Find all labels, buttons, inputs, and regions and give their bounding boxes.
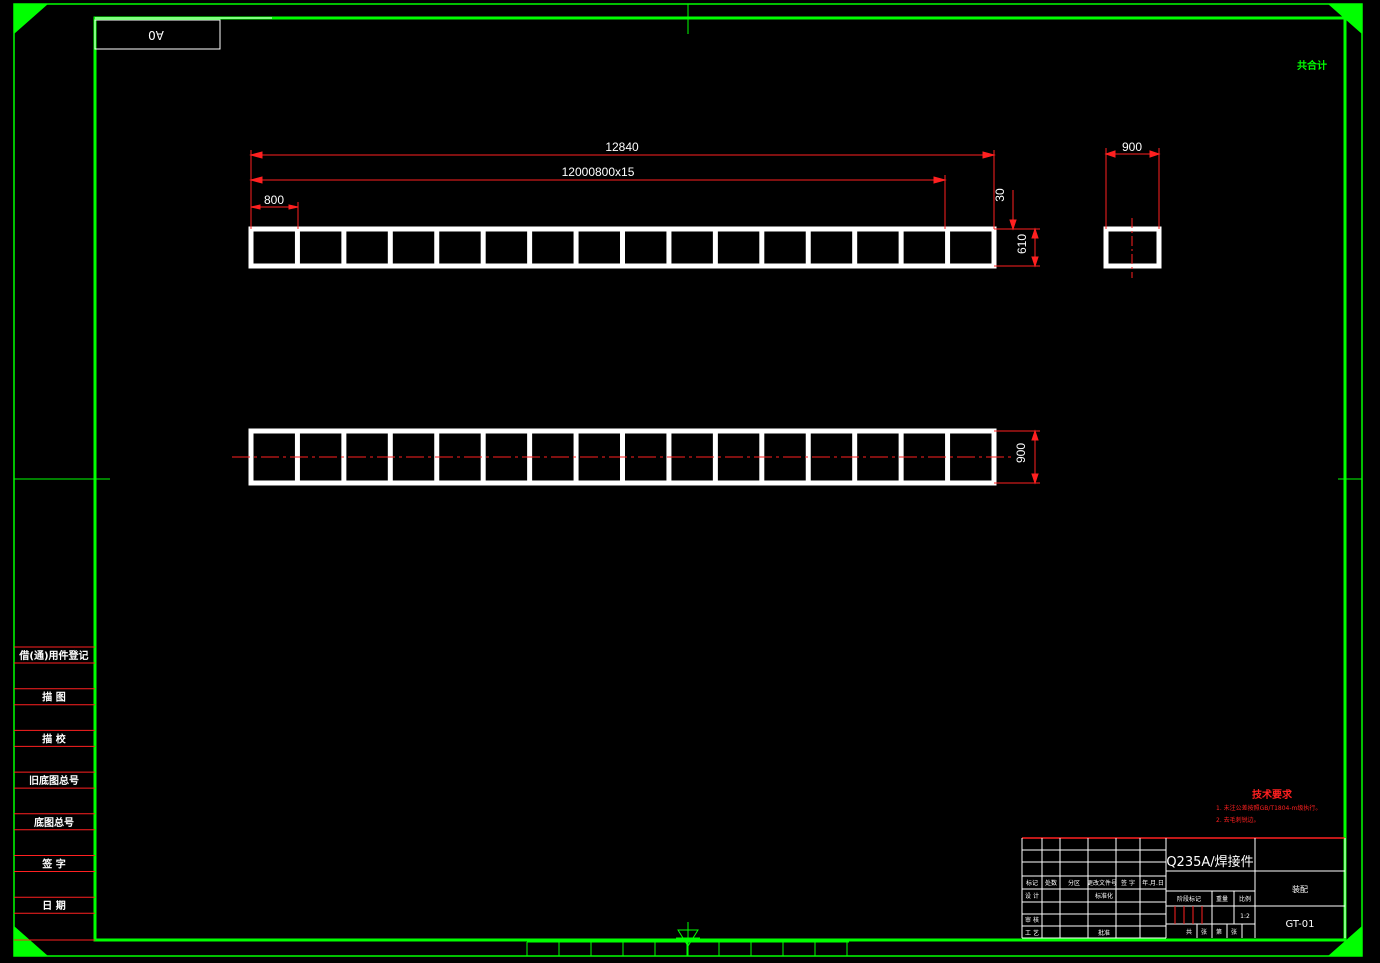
tb-stage-label: 阶段标记 (1177, 895, 1201, 903)
notes-item-2: 2. 去毛刺锐边。 (1216, 816, 1260, 824)
tb-rev-header: 分区 (1068, 879, 1080, 887)
tb-sheet-label-2: 张 (1201, 928, 1207, 936)
tb-drawing-no: GT-01 (1286, 919, 1315, 930)
tb-sheet-label-1: 共 (1186, 928, 1192, 936)
side-panel-label: 描 校 (42, 732, 66, 745)
dimension-inner (249, 175, 947, 229)
tb-weight-label: 重量 (1216, 895, 1228, 903)
tb-rev-header: 处数 (1045, 879, 1057, 887)
side-panel-label: 借(通)用件登记 (18, 649, 88, 662)
center-mark-bottom (676, 922, 700, 956)
sheet-size-box (94, 19, 221, 50)
elevation-cells (294, 229, 951, 266)
tb-unit-name: 装配 (1292, 884, 1308, 894)
dim-section-width: 900 (1122, 140, 1142, 154)
side-panel-label: 旧底图总号 (29, 774, 79, 787)
tb-review-label: 审 核 (1025, 916, 1039, 924)
side-panel-label: 描 图 (42, 691, 65, 704)
plan-view (232, 428, 1012, 486)
dim-inner-length: 12000800x15 (562, 165, 635, 179)
section-frame (1103, 226, 1162, 269)
notes-item-1: 1. 未注公差按照GB/T1804-m级执行。 (1216, 804, 1321, 812)
elevation-view (248, 226, 997, 269)
dimension-section (1104, 148, 1161, 229)
dim-plan-width: 900 (1014, 443, 1028, 463)
dimension-cell (250, 202, 299, 229)
outer-border (13, 3, 1363, 957)
corner-mark-br (1328, 926, 1362, 956)
title-block: Q235A/焊接件 装配 GT-01 1:2 标记处数 分区更改文件号签 字年.月… (1021, 837, 1346, 939)
tb-process-label: 工 艺 (1025, 929, 1039, 937)
corner-mark-tl (14, 4, 48, 34)
tb-scale: 1:2 (1240, 913, 1250, 920)
side-panel-label: 签 字 (41, 858, 65, 871)
tb-scale-label: 比例 (1239, 895, 1251, 903)
tb-material: Q235A/焊接件 (1166, 854, 1253, 870)
dim-overall-length: 12840 (605, 140, 639, 154)
technical-notes: 技术要求 1. 未注公差按照GB/T1804-m级执行。 2. 去毛刺锐边。 (1216, 788, 1321, 824)
tb-standard-label: 标准化 (1095, 892, 1113, 900)
dimension-plan-width (994, 429, 1040, 485)
inner-border (93, 16, 1347, 942)
dim-top-offset: 30 (993, 188, 1007, 202)
tb-rev-header: 签 字 (1121, 879, 1135, 887)
dimension-overall (249, 150, 996, 229)
side-panel-label: 日 期 (42, 899, 65, 912)
notes-title: 技术要求 (1252, 788, 1293, 801)
tb-rev-header: 年.月.日 (1142, 879, 1164, 887)
corner-mark-tr (1328, 4, 1362, 34)
dim-elevation-height: 610 (1015, 234, 1029, 254)
tb-sheet-label-4: 张 (1231, 928, 1237, 936)
tb-design-label: 设 计 (1025, 892, 1039, 900)
dim-cell-width: 800 (264, 193, 284, 207)
sheet-size-tag: A0 (148, 28, 164, 42)
section-view (1103, 218, 1162, 278)
corner-note: 共合计 (1297, 59, 1327, 72)
corner-mark-bl (14, 926, 48, 956)
side-panel-label: 底图总号 (34, 816, 74, 829)
tb-approve-label: 批准 (1098, 929, 1110, 937)
dimension-height (994, 190, 1040, 268)
tb-sheet-label-3: 第 (1216, 928, 1222, 936)
bottom-ruler (526, 941, 849, 956)
tb-rev-header: 更改文件号 (1087, 879, 1117, 887)
tb-rev-header: 标记 (1026, 879, 1038, 887)
